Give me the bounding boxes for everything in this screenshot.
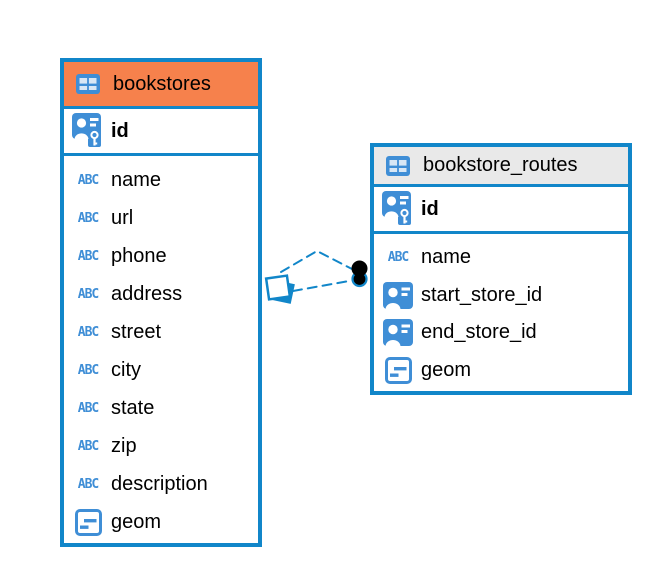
relationship-line-upper[interactable]: [280, 249, 353, 273]
column-name: geom: [421, 358, 472, 381]
geometry-icon: [72, 508, 104, 536]
column-row-end_store_id[interactable]: end_store_id: [374, 314, 628, 352]
text-icon: ABC: [77, 438, 100, 454]
column-row-address[interactable]: ABC address: [64, 275, 258, 313]
text-icon: ABC: [77, 324, 100, 340]
column-name: phone: [111, 244, 167, 267]
relationship-line-lower[interactable]: [292, 280, 350, 292]
column-name: id: [421, 197, 439, 220]
geometry-icon: [382, 356, 414, 384]
text-icon: ABC: [77, 248, 100, 264]
text-icon: ABC: [77, 210, 100, 226]
table-title: bookstore_routes: [423, 154, 578, 176]
column-row-city[interactable]: ABC city: [64, 351, 258, 389]
column-name: address: [111, 282, 183, 305]
table-header[interactable]: bookstore_routes: [374, 147, 628, 187]
column-name: start_store_id: [421, 283, 543, 306]
column-row-state[interactable]: ABC state: [64, 389, 258, 427]
relationship-connector[interactable]: [264, 249, 368, 304]
column-row-phone[interactable]: ABC phone: [64, 237, 258, 275]
column-row-id[interactable]: id: [64, 109, 258, 156]
column-name: end_store_id: [421, 321, 537, 344]
relationship-endpoint-dots[interactable]: [351, 260, 368, 288]
column-name: city: [111, 358, 141, 381]
column-row-geom[interactable]: geom: [64, 503, 258, 541]
column-name: street: [111, 320, 162, 343]
text-icon: ABC: [77, 400, 100, 416]
column-row-start_store_id[interactable]: start_store_id: [374, 277, 628, 315]
column-name: zip: [111, 434, 137, 457]
column-row-geom[interactable]: geom: [374, 352, 628, 390]
column-name: url: [111, 206, 134, 229]
column-row-id[interactable]: id: [374, 187, 628, 234]
table-bookstore-routes[interactable]: bookstore_routes id ABC name start_store_…: [370, 143, 632, 395]
text-icon: ABC: [77, 172, 100, 188]
column-name: id: [111, 119, 129, 142]
columns-list: ABC name start_store_id end_store_id geom: [374, 234, 628, 391]
column-name: name: [111, 168, 162, 191]
text-icon: ABC: [387, 250, 410, 266]
column-row-street[interactable]: ABC street: [64, 313, 258, 351]
table-icon: [382, 155, 414, 176]
column-row-name[interactable]: ABC name: [374, 239, 628, 277]
table-header[interactable]: bookstores: [64, 62, 258, 109]
column-name: geom: [111, 510, 162, 533]
primary-key-icon: [72, 113, 104, 149]
text-icon: ABC: [77, 476, 100, 492]
relationship-diamond-marker[interactable]: [264, 274, 295, 304]
text-icon: ABC: [77, 362, 100, 378]
table-title: bookstores: [113, 72, 211, 95]
column-name: name: [421, 246, 472, 269]
primary-key-icon: [382, 191, 414, 227]
text-icon: ABC: [77, 286, 100, 302]
column-name: description: [111, 472, 208, 495]
foreign-key-icon: [382, 319, 414, 347]
column-name: state: [111, 396, 155, 419]
column-row-url[interactable]: ABC url: [64, 199, 258, 237]
column-row-zip[interactable]: ABC zip: [64, 427, 258, 465]
column-row-name[interactable]: ABC name: [64, 161, 258, 199]
column-row-description[interactable]: ABC description: [64, 465, 258, 503]
foreign-key-icon: [382, 281, 414, 309]
table-icon: [72, 74, 104, 94]
